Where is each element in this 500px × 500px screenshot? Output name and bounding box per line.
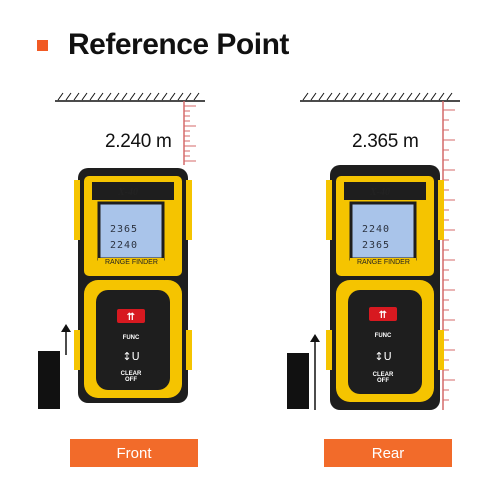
- side-grip: [186, 180, 192, 240]
- side-grip: [438, 330, 444, 370]
- arrow-up-icon: [61, 324, 71, 332]
- side-grip: [326, 330, 332, 370]
- rear-tag: Rear: [324, 439, 452, 467]
- front-illustration: ⇈ ↕U: [38, 92, 205, 409]
- clear-button-label[interactable]: CLEAR: [120, 371, 142, 377]
- unit-icon: ↕U: [122, 350, 139, 363]
- measurement-value: 2.365 m: [352, 131, 419, 152]
- device-label: RANGE FINDER: [357, 259, 410, 266]
- func-button[interactable]: FUNC: [122, 335, 140, 341]
- measure-button: [369, 307, 397, 321]
- keypad-panel: [96, 290, 170, 390]
- off-button-label[interactable]: OFF: [377, 378, 389, 384]
- lcd-line-2: 2365: [362, 240, 391, 251]
- brand-strip: [344, 182, 426, 200]
- header-bullet: [37, 40, 48, 51]
- ceiling-hatch: [57, 92, 200, 101]
- device-model: X-40: [370, 187, 390, 198]
- device-model: X-40: [118, 187, 138, 198]
- lcd-line-2: 2240: [110, 240, 139, 251]
- ruler-ticks: [184, 105, 196, 162]
- device-label: RANGE FINDER: [105, 259, 158, 266]
- wall-block: [287, 353, 309, 409]
- lcd-line-1: 2240: [362, 224, 391, 235]
- wall-block: [38, 351, 60, 409]
- label-area: [98, 258, 164, 268]
- brand-strip: [92, 182, 174, 200]
- side-grip: [438, 180, 444, 240]
- front-tag: Front: [70, 439, 198, 467]
- lcd-screen: [97, 201, 165, 261]
- keypad-panel: [348, 290, 422, 394]
- page-title: Reference Point: [68, 28, 289, 61]
- side-grip: [74, 330, 80, 370]
- side-grip: [326, 180, 332, 240]
- func-button[interactable]: FUNC: [374, 333, 392, 339]
- label-area: [350, 258, 416, 268]
- unit-icon: ↕U: [374, 350, 391, 363]
- side-grip: [74, 180, 80, 240]
- measure-button: [117, 309, 145, 323]
- measurement-value: 2.240 m: [105, 131, 172, 152]
- off-button-label[interactable]: OFF: [125, 377, 137, 383]
- svg-text:⇈: ⇈: [127, 312, 135, 323]
- front-scene: ⇈ ↕U 2.240 m X-40 2365 2240 RANGE FINDER…: [38, 92, 205, 467]
- svg-text:⇈: ⇈: [379, 310, 387, 321]
- side-grip: [186, 330, 192, 370]
- rear-illustration: ⇈ ↕U: [287, 92, 460, 410]
- ruler-ticks: [443, 109, 455, 401]
- arrow-up-icon: [310, 334, 320, 342]
- ceiling-hatch: [302, 92, 453, 101]
- rear-scene: ⇈ ↕U 2.365 m X-40 2240 2365 RANGE FINDER…: [250, 0, 500, 500]
- clear-button-label[interactable]: CLEAR: [372, 372, 394, 378]
- lcd-line-1: 2365: [110, 224, 139, 235]
